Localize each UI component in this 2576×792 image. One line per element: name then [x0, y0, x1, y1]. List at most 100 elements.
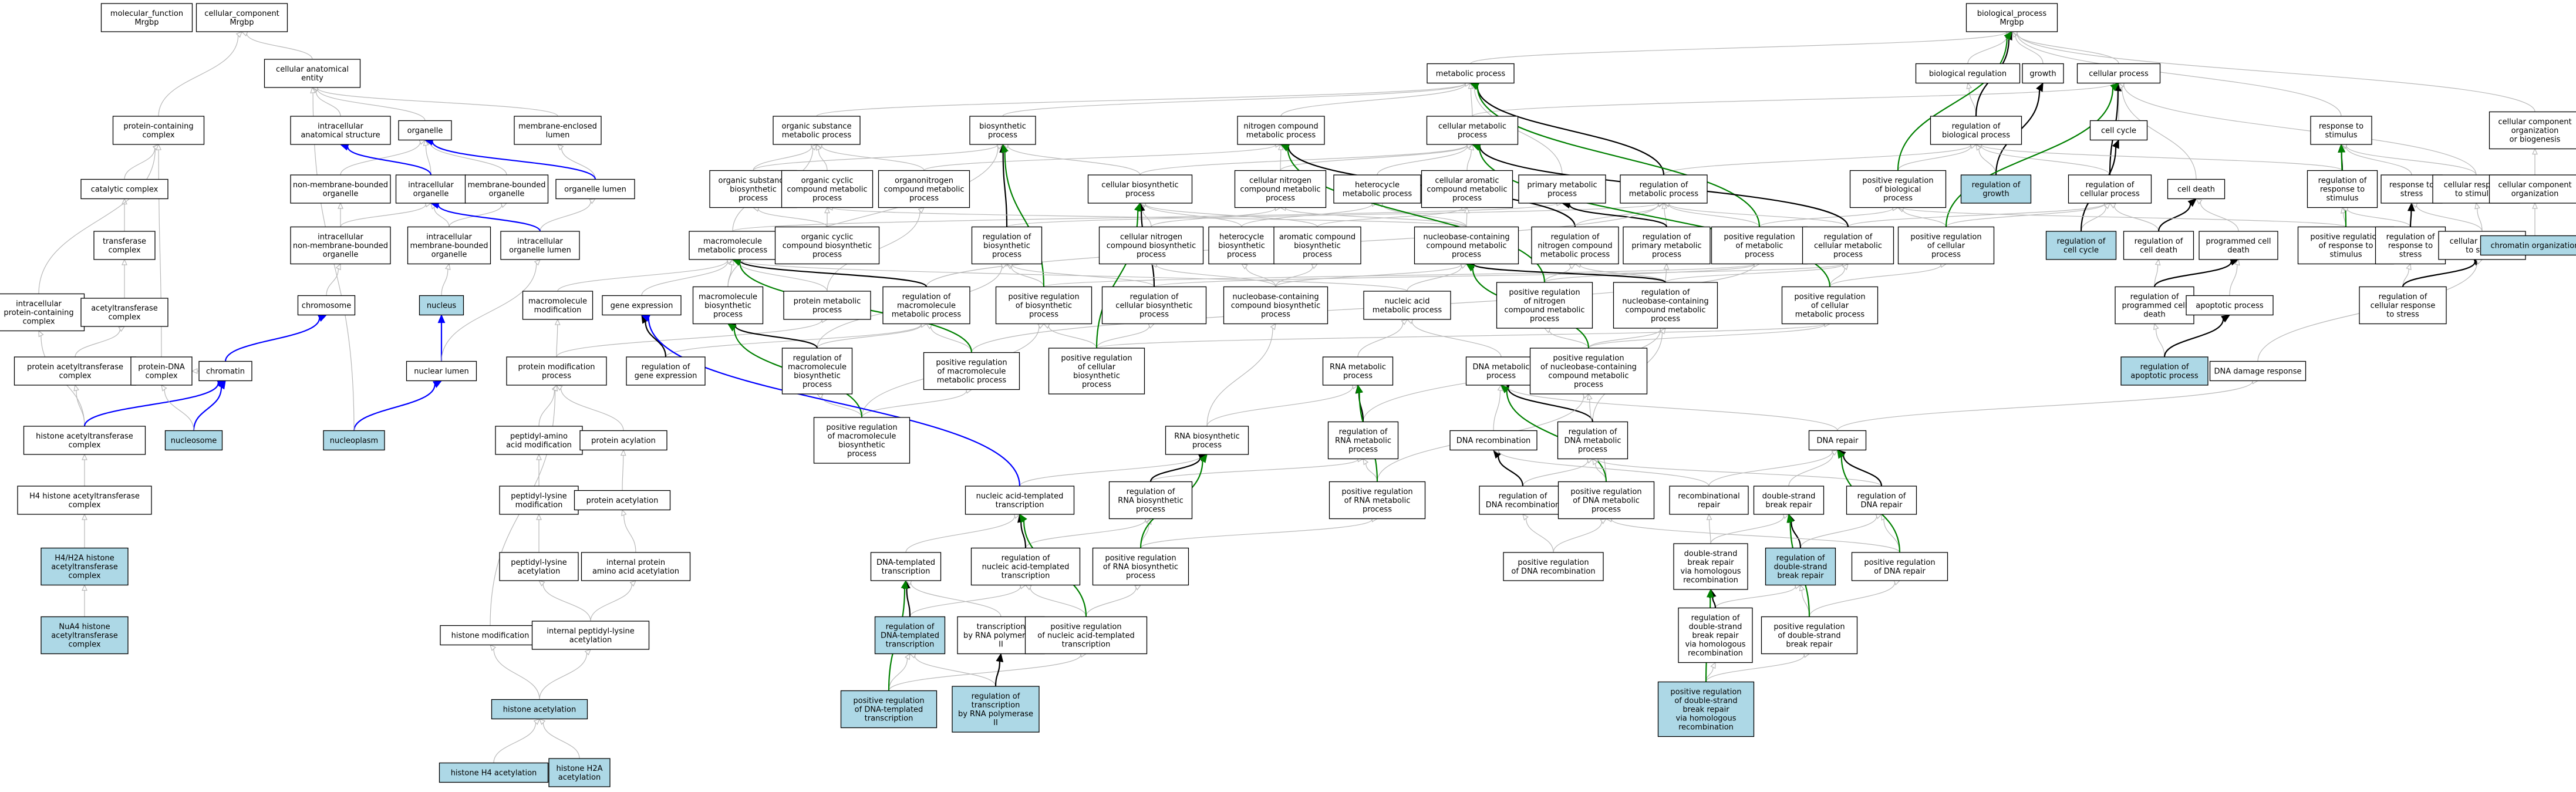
go-term-label-line: organic substance — [719, 177, 788, 186]
relation-edge-is-a — [1759, 205, 1899, 228]
go-term-box — [1165, 426, 1249, 455]
edge-arrowhead — [1001, 143, 1009, 153]
go-term-label-line: biosynthetic — [794, 372, 841, 380]
edge-arrowhead — [335, 263, 341, 271]
go-term-label-line: molecular_function — [110, 9, 183, 18]
relation-edge-is-a — [1096, 321, 1831, 349]
edge-arrowhead — [161, 384, 167, 392]
go-term-label-line: protein-containing — [4, 309, 73, 318]
relation-edge-is-a — [1897, 204, 2346, 228]
go-term-label-line: process — [1343, 372, 1373, 380]
go-term-label-line: DNA-templated — [881, 632, 939, 641]
relation-edge-is-a — [861, 388, 973, 418]
relation-edge-is-a — [424, 139, 507, 176]
relation-edge-part-of — [224, 314, 328, 362]
relation-edge-positively-regulates — [1095, 202, 1142, 349]
relation-edge-is-a — [1002, 143, 1141, 176]
go-term-label: protein acylation — [591, 437, 656, 446]
go-term-node: DNA damage response — [2209, 360, 2307, 382]
edge-arrowhead — [2110, 82, 2120, 92]
go-term-label-line: programmed cell — [2122, 302, 2187, 311]
go-term-label-line: break repair — [1692, 632, 1739, 641]
go-term-label-line: histone modification — [451, 632, 530, 641]
relation-edge-is-a — [1661, 202, 1668, 227]
go-term-label-line: biological process — [1942, 131, 2010, 140]
go-term-box — [1851, 552, 1948, 581]
edge-line — [246, 33, 313, 60]
edge-line — [2114, 205, 2159, 232]
go-term-label-line: double-strand — [1774, 563, 1828, 572]
relation-edge-is-a — [557, 257, 734, 292]
go-term-label-line: II — [993, 719, 998, 727]
go-term-box — [813, 417, 911, 464]
go-term-box — [100, 3, 193, 32]
go-term-label-line: RNA metabolic — [1335, 437, 1391, 446]
go-term-label-line: transcription — [1002, 572, 1050, 581]
edge-line — [2155, 329, 2165, 358]
go-term-label-line: nucleobase-containing — [1622, 297, 1708, 306]
go-term-label-line: catalytic complex — [91, 186, 159, 194]
go-term-label-line: organelle lumen — [564, 186, 626, 194]
relation-edge-is-a — [1407, 263, 1468, 292]
edge-arrowhead — [118, 326, 126, 332]
edge-line — [164, 389, 194, 431]
edge-line — [2416, 205, 2483, 232]
edge-arrowhead — [1465, 263, 1475, 272]
edge-line — [1096, 325, 1150, 349]
edge-line — [648, 318, 1021, 487]
edge-line — [441, 269, 449, 296]
go-term-label-line: break repair — [1777, 572, 1824, 581]
edge-arrowhead — [1199, 453, 1208, 463]
go-term-box — [1557, 481, 1655, 520]
go-term-label-line: nucleus — [427, 302, 456, 311]
go-term-box — [692, 286, 764, 325]
edge-line — [1472, 83, 2114, 117]
edge-line — [1478, 147, 1831, 287]
go-term-box — [878, 170, 970, 208]
edge-line — [623, 515, 636, 553]
edge-line — [1708, 451, 1833, 487]
go-term-label-line: of nucleic acid-templated — [1037, 632, 1134, 641]
relation-edge-is-a — [1085, 584, 1142, 617]
edge-arrowhead — [584, 648, 592, 656]
go-term-label-line: process — [1137, 251, 1166, 259]
go-term-label-line: positive regulation — [1509, 288, 1580, 297]
go-term-label-line: break repair — [1786, 641, 1833, 649]
edge-arrowhead — [73, 384, 79, 392]
go-term-label-line: process — [1192, 441, 1222, 450]
edge-arrowhead — [904, 653, 911, 660]
go-term-label-line: nucleoplasm — [330, 437, 378, 446]
relation-edge-is-a — [1006, 263, 1044, 287]
go-term-label-line: positive regulation — [1050, 623, 1121, 632]
go-term-box — [1531, 226, 1619, 265]
relation-edge-is-a — [1975, 143, 1997, 176]
relation-edge-is-a — [340, 139, 426, 176]
go-term-label-line: regulation of — [2140, 363, 2189, 372]
go-term-label-line: organelle — [407, 127, 443, 136]
go-term-label-line: organelle — [323, 190, 359, 198]
relation-edge-is-a — [1470, 29, 2013, 65]
edge-line — [433, 207, 450, 227]
go-term-label-line: regulation of — [1499, 492, 1547, 501]
go-term-label-line: biosynthetic — [838, 441, 885, 450]
